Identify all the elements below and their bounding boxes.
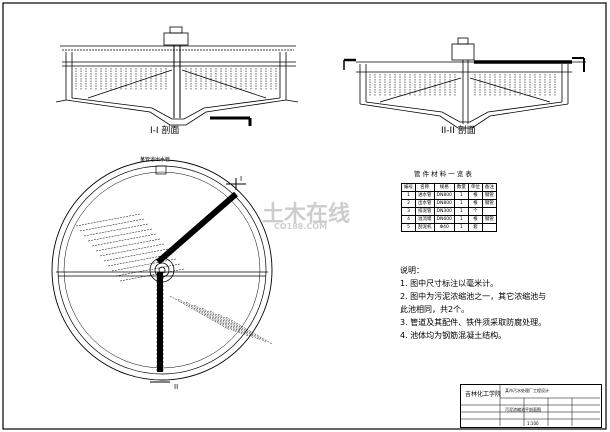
table-cell: DN800 (433, 191, 455, 200)
table-cell (481, 207, 497, 216)
col-header: 单位 (467, 183, 483, 192)
plan-hatch-lines (75, 213, 273, 371)
table-row: 3 排泥管 DN300 1 个 (401, 207, 497, 216)
hatch-line (91, 233, 157, 247)
table-cell: 1 (453, 199, 469, 208)
title-scale: 1:100 (527, 421, 539, 426)
note-item: 3. 管道及其配件、铁件须采取防腐处理。 (400, 318, 547, 327)
table-row: 4 溢流堰 DN600 1 根 钢管 (401, 215, 497, 224)
table-cell: DN600 (433, 215, 455, 224)
section-2-2-drawing (343, 37, 586, 129)
title-school: 吉林化工学院 (465, 391, 502, 398)
notes-block: 说明： 1. 图中尺寸标注以毫米计。 2. 图中为污泥浓缩池之一，其它浓缩池与 … (400, 264, 546, 342)
table-cell: 1 (453, 207, 469, 216)
plan-view (51, 159, 273, 383)
materials-table: 编号 名称 规格 数量 单位 备注 1 进水管 DN800 1 根 钢管 2 出… (401, 183, 497, 232)
table-cell: 个 (467, 207, 483, 216)
table-cell: 溢流堰 (415, 215, 435, 224)
table-cell: 5 (401, 223, 416, 232)
hatch-line (177, 298, 237, 333)
hatch-line (83, 223, 149, 237)
table-cell: 1 (453, 223, 469, 232)
hatch-line (193, 304, 249, 337)
table-cell: 根 (467, 199, 483, 208)
note-item: 4. 池体均为钢筋混凝土结构。 (400, 331, 507, 340)
table-cell: 1 (401, 191, 416, 200)
col-header: 名称 (415, 183, 435, 192)
hatch-line (111, 258, 177, 272)
hatch-line (119, 268, 185, 282)
section-2-2-pickets (369, 74, 556, 96)
title-block: 吉林化工学院 某市污水处理厂工程设计 污泥浓缩池平剖面图 1:100 (460, 384, 602, 428)
section-1-1-pickets (75, 68, 277, 90)
table-cell: 2 (401, 199, 416, 208)
table-cell: 刮泥机 (415, 223, 435, 232)
hatch-line (107, 253, 173, 267)
hatch-line (209, 310, 261, 341)
title-drawing: 污泥浓缩池平剖面图 (505, 407, 541, 412)
section-1-1-drawing (55, 26, 299, 126)
hatch-line (201, 307, 255, 339)
table-cell: 根 (467, 191, 483, 200)
table-cell: 钢管 (481, 191, 497, 200)
table-row: 2 出水管 DN800 1 根 钢管 (401, 199, 497, 208)
hatch-line (95, 238, 161, 252)
cut-mark-2: II (174, 383, 179, 391)
section-2-label: II-II 剖面 (441, 126, 476, 136)
table-cell: 出水管 (415, 199, 435, 208)
table-cell (481, 223, 497, 232)
hatch-line (103, 248, 169, 262)
note-item: 2. 图中为污泥浓缩池之一，其它浓缩池与 (400, 292, 547, 301)
table-cell: DN300 (433, 207, 455, 216)
table-cell: 3 (401, 207, 416, 216)
hatch-line (217, 313, 267, 343)
table-cell: 钢管 (481, 215, 497, 224)
note-item: 1. 图中尺寸标注以毫米计。 (400, 279, 499, 288)
watermark-url: CO188.COM (274, 222, 328, 231)
title-block-grid (460, 384, 600, 426)
title-project: 某市污水处理厂工程设计 (505, 388, 549, 393)
col-header: 备注 (481, 183, 497, 192)
note-item: 此池相同，共2个。 (400, 305, 470, 314)
table-row: 5 刮泥机 Φ40 1 套 (401, 223, 497, 232)
hatch-line (185, 301, 243, 335)
col-header: 编号 (401, 183, 416, 192)
hatch-line (169, 295, 231, 331)
table-cell: DN800 (433, 199, 455, 208)
table-cell: Φ40 (433, 223, 455, 232)
hatch-line (75, 213, 141, 227)
table-cell: 进水管 (415, 191, 435, 200)
table-cell: 套 (467, 223, 483, 232)
table-cell: 1 (453, 191, 469, 200)
col-header: 数量 (453, 183, 469, 192)
hatch-line (99, 243, 165, 257)
table-cell: 钢管 (481, 199, 497, 208)
table-header-row: 编号 名称 规格 数量 单位 备注 (401, 183, 497, 192)
col-header: 规格 (433, 183, 455, 192)
hatch-line (79, 218, 145, 232)
notes-heading: 说明： (400, 266, 424, 275)
table-cell: 根 (467, 215, 483, 224)
inlet-note: 某管道出水管 (140, 157, 171, 163)
table-row: 1 进水管 DN800 1 根 钢管 (401, 191, 497, 200)
watermark-text: 土木在线 (262, 202, 351, 227)
hatch-line (87, 228, 153, 242)
section-1-label: I-I 剖面 (150, 126, 180, 136)
table-cell: 排泥管 (415, 207, 435, 216)
cut-mark-1: I (240, 175, 243, 183)
hatch-line (115, 263, 181, 277)
table-cell: 4 (401, 215, 416, 224)
materials-title: 管 件 材 料 一 览 表 (414, 170, 472, 178)
table-cell: 1 (453, 215, 469, 224)
